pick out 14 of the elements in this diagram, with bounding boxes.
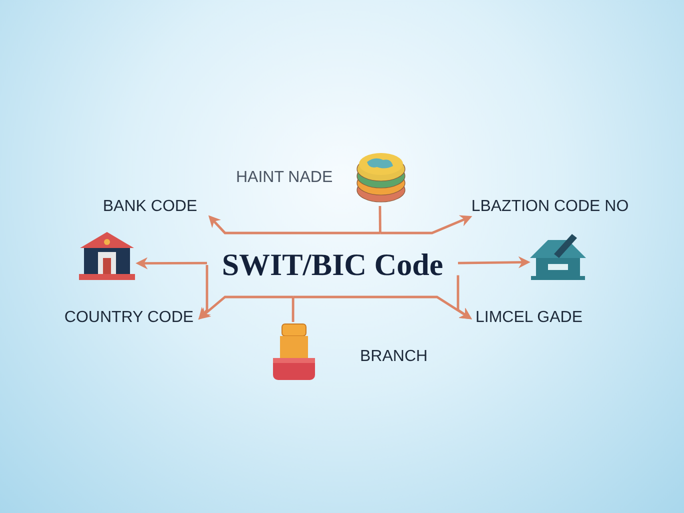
arrow bbox=[208, 215, 380, 234]
icon-caption: HAINT NADE bbox=[236, 169, 333, 187]
arrow bbox=[136, 257, 207, 270]
arrow bbox=[198, 265, 211, 320]
arrow bbox=[380, 215, 472, 234]
title-text: SWIT/BIC Code bbox=[222, 247, 444, 283]
arrow bbox=[456, 275, 472, 320]
arrow bbox=[198, 296, 294, 320]
code-label: COUNTRY CODE bbox=[64, 309, 194, 327]
code-label: BANK CODE bbox=[102, 198, 198, 216]
code-label: LBAZTION CODE NO bbox=[471, 198, 629, 216]
arrow bbox=[458, 256, 530, 268]
code-label: LIMCEL GADE bbox=[476, 309, 582, 327]
icon-caption: BRANCH bbox=[360, 348, 428, 366]
